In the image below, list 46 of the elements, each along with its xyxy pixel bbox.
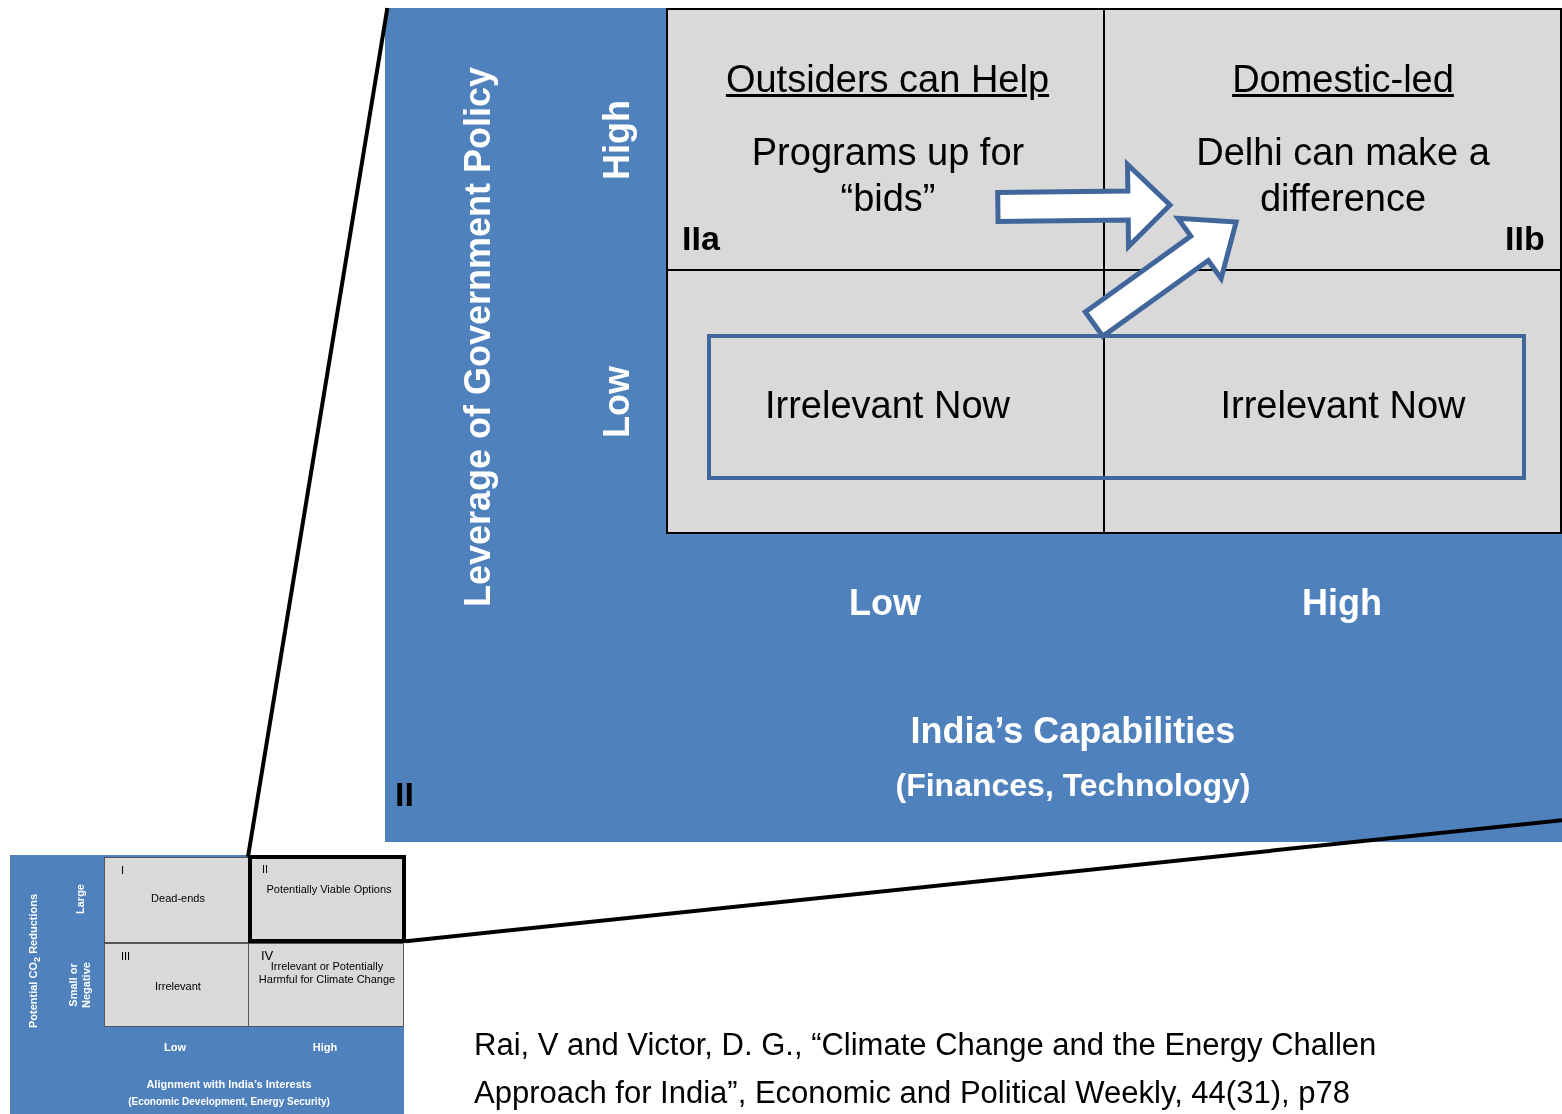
quadrant-cell <box>666 269 1105 534</box>
inset-panel <box>10 855 404 1114</box>
cell-text: Dead-ends <box>150 892 206 906</box>
axis-tick-label: High <box>312 1040 338 1054</box>
block-arrow <box>995 158 1174 253</box>
cell-text: Irrelevant Now <box>764 383 1011 428</box>
zoom-line <box>246 7 390 858</box>
panel-background <box>385 8 1562 842</box>
axis-subtitle: (Finances, Technology) <box>895 766 1251 804</box>
cell-text: Irrelevant Now <box>1219 383 1467 428</box>
quadrant-cell <box>666 8 1105 271</box>
axis-tick-label: High <box>596 100 638 180</box>
cell-text: Irrelevant or Potentially Harmful for Climate Change <box>257 960 397 987</box>
cell-heading: Outsiders can Help <box>725 57 1050 102</box>
cell-text: Programs up for “bids” <box>750 130 1026 221</box>
cell-text: Irrelevant <box>154 980 202 994</box>
axis-tick-label: Low <box>596 366 638 438</box>
citation-text: Rai, V and Victor, D. G., “Climate Change and the Energy Challen <box>474 1027 1377 1063</box>
block-arrow <box>1081 215 1240 340</box>
quadrant-cell <box>248 943 404 1027</box>
axis-tick-label: Low <box>164 1040 186 1054</box>
axis-tick-label: Small or Negative <box>67 961 93 1010</box>
cell-text: Delhi can make a difference <box>1195 130 1491 221</box>
quadrant-cell <box>104 943 250 1027</box>
cell-heading: Domestic-led <box>1232 57 1454 102</box>
axis-tick-label: High <box>1302 582 1382 624</box>
quadrant-number: II <box>395 774 415 815</box>
quadrant-cell <box>104 857 250 943</box>
quadrant-number: I <box>121 864 126 878</box>
axis-title: Alignment with India’s Interests <box>146 1077 312 1091</box>
quadrant-number: IIb <box>1505 218 1546 259</box>
citation-text: Approach for India”, Economic and Political Weekly, 44(31), p78 <box>474 1075 1350 1111</box>
axis-title: Leverage of Government Policy <box>457 66 499 608</box>
quadrant-number: II <box>262 863 270 877</box>
quadrant-cell <box>248 855 406 943</box>
quadrant-cell <box>1103 269 1562 534</box>
quadrant-number: IIa <box>682 218 721 259</box>
quadrant-number: IV <box>261 948 274 963</box>
quadrant-cell <box>1103 8 1562 271</box>
cell-text: Potentially Viable Options <box>265 883 393 897</box>
axis-subtitle: (Economic Development, Energy Security) <box>128 1096 330 1108</box>
axis-tick-label: Large <box>73 884 87 914</box>
quadrant-number: III <box>121 950 132 964</box>
zoom-line <box>405 818 1562 944</box>
axis-title: India’s Capabilities <box>910 710 1236 752</box>
axis-tick-label: Low <box>849 582 921 624</box>
